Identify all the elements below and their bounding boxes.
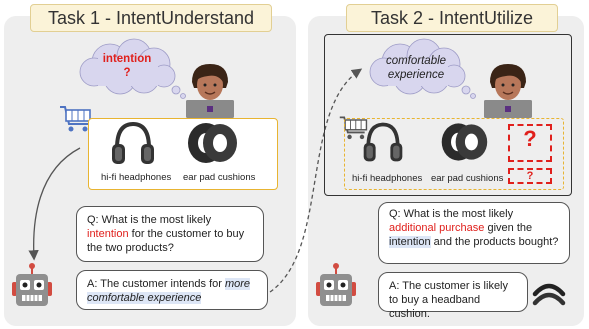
question-box: Q: What is the most likely intention for… [76, 206, 264, 262]
shopping-cart-icon [60, 106, 91, 132]
unknown-product-box [508, 124, 552, 162]
headband-cushion-icon [532, 283, 566, 306]
answer-to-intent-dashed-arrow [269, 68, 363, 293]
item-label-headphones: hi-fi headphones [352, 173, 423, 184]
intent-frame [324, 34, 572, 196]
unknown-product-mark: ? [523, 126, 537, 151]
question-text-end: and the products bought? [430, 236, 559, 248]
question-text-mid: given the [484, 222, 533, 234]
question-box: Q: What is the most likely additional pu… [378, 202, 570, 264]
task2-title: Task 2 - IntentUtilize [346, 4, 558, 32]
question-keyword: additional purchase [389, 222, 485, 234]
question-text-end: for the customer to buy the two products… [87, 228, 245, 254]
answer-box: A: The customer intends for more comfort… [76, 270, 268, 310]
product-box-dashed [344, 118, 564, 190]
question-text: Q: What is the most likely [87, 214, 212, 226]
item-label-headphones: hi-fi headphones [101, 172, 172, 183]
headphones-icon [112, 121, 154, 164]
item-label-ear-pads: ear pad cushions [431, 173, 504, 184]
person-with-laptop-icon [484, 64, 532, 118]
question-text: Q: What is the most likely [389, 208, 514, 220]
answer-text: A: The customer intends for [87, 278, 225, 290]
cloud-text-intent: comfortable experience [385, 55, 447, 81]
thought-cloud-icon [79, 38, 186, 99]
robot-icon [12, 263, 52, 306]
unknown-label-box [508, 168, 552, 184]
answer-box: A: The customer is likely to buy a headb… [378, 272, 528, 320]
question-intention: intention [389, 236, 431, 248]
shopping-cart-icon [339, 116, 368, 140]
answer-text: A: The customer is likely to buy a headb… [389, 280, 509, 320]
cart-to-robot-arrow [28, 147, 81, 261]
cloud-text-question: ? [123, 67, 131, 79]
task1-title: Task 1 - IntentUnderstand [30, 4, 272, 32]
ear-pad-cushion-icon [441, 123, 488, 161]
headphones-icon [363, 122, 403, 162]
person-with-laptop-icon [186, 64, 234, 118]
unknown-label-mark: ? [526, 170, 534, 182]
robot-icon [316, 263, 356, 306]
thought-cloud-icon [369, 38, 476, 99]
question-keyword: intention [87, 228, 129, 240]
ear-pad-cushion-icon [188, 123, 237, 163]
cloud-text-intention: intention [102, 53, 152, 65]
item-label-ear-pads: ear pad cushions [183, 172, 256, 183]
